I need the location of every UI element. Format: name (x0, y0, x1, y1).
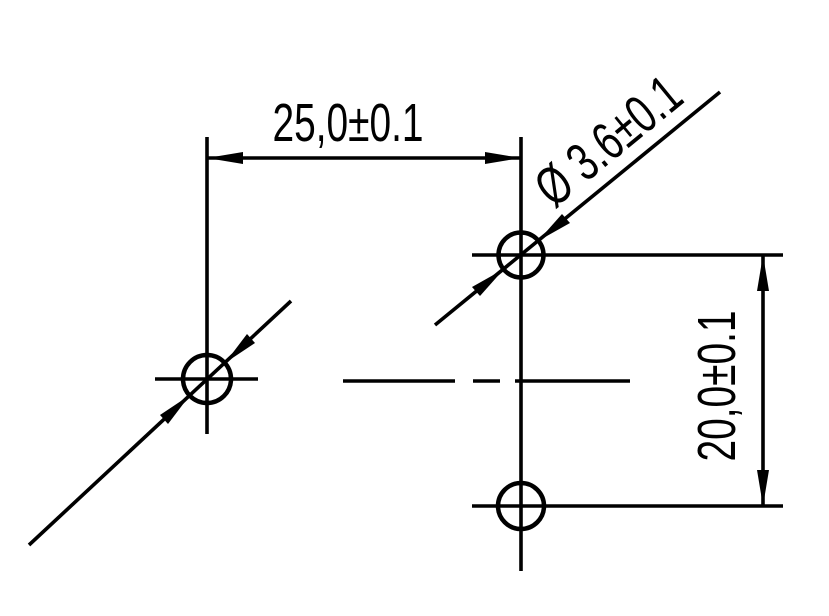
vertical-dimension-arrow-bottom (757, 470, 769, 506)
hole-bottom-right (472, 480, 783, 532)
dimension-vertical-spacing: 20,0±0.1 (686, 255, 769, 506)
hole-left (155, 137, 258, 434)
hole-bottom-right-circle (495, 480, 547, 532)
diameter-arrow-left-hole-upper (225, 334, 255, 363)
hole-left-circle (180, 352, 234, 406)
vertical-dimension-label: 20,0±0.1 (686, 310, 747, 461)
horizontal-dimension-arrow-left (207, 152, 243, 164)
diameter-arrow-top-right-hole-upper (538, 214, 570, 241)
vertical-dimension-arrow-top (757, 255, 769, 291)
diameter-leader-line-left-hole (27, 299, 293, 547)
horizontal-dimension-arrow-right (485, 152, 521, 164)
dimension-horizontal-spacing: 25,0±0.1 (207, 92, 521, 164)
diameter-arrow-left-hole-lower (160, 395, 190, 424)
diameter-arrow-top-right-hole-lower (472, 269, 504, 296)
hole-top-right (472, 137, 783, 571)
diameter-dimension-label: Ø 3.6±0.1 (523, 63, 693, 218)
horizontal-dimension-label: 25,0±0.1 (272, 92, 423, 153)
hole-top-right-circle (496, 230, 546, 280)
